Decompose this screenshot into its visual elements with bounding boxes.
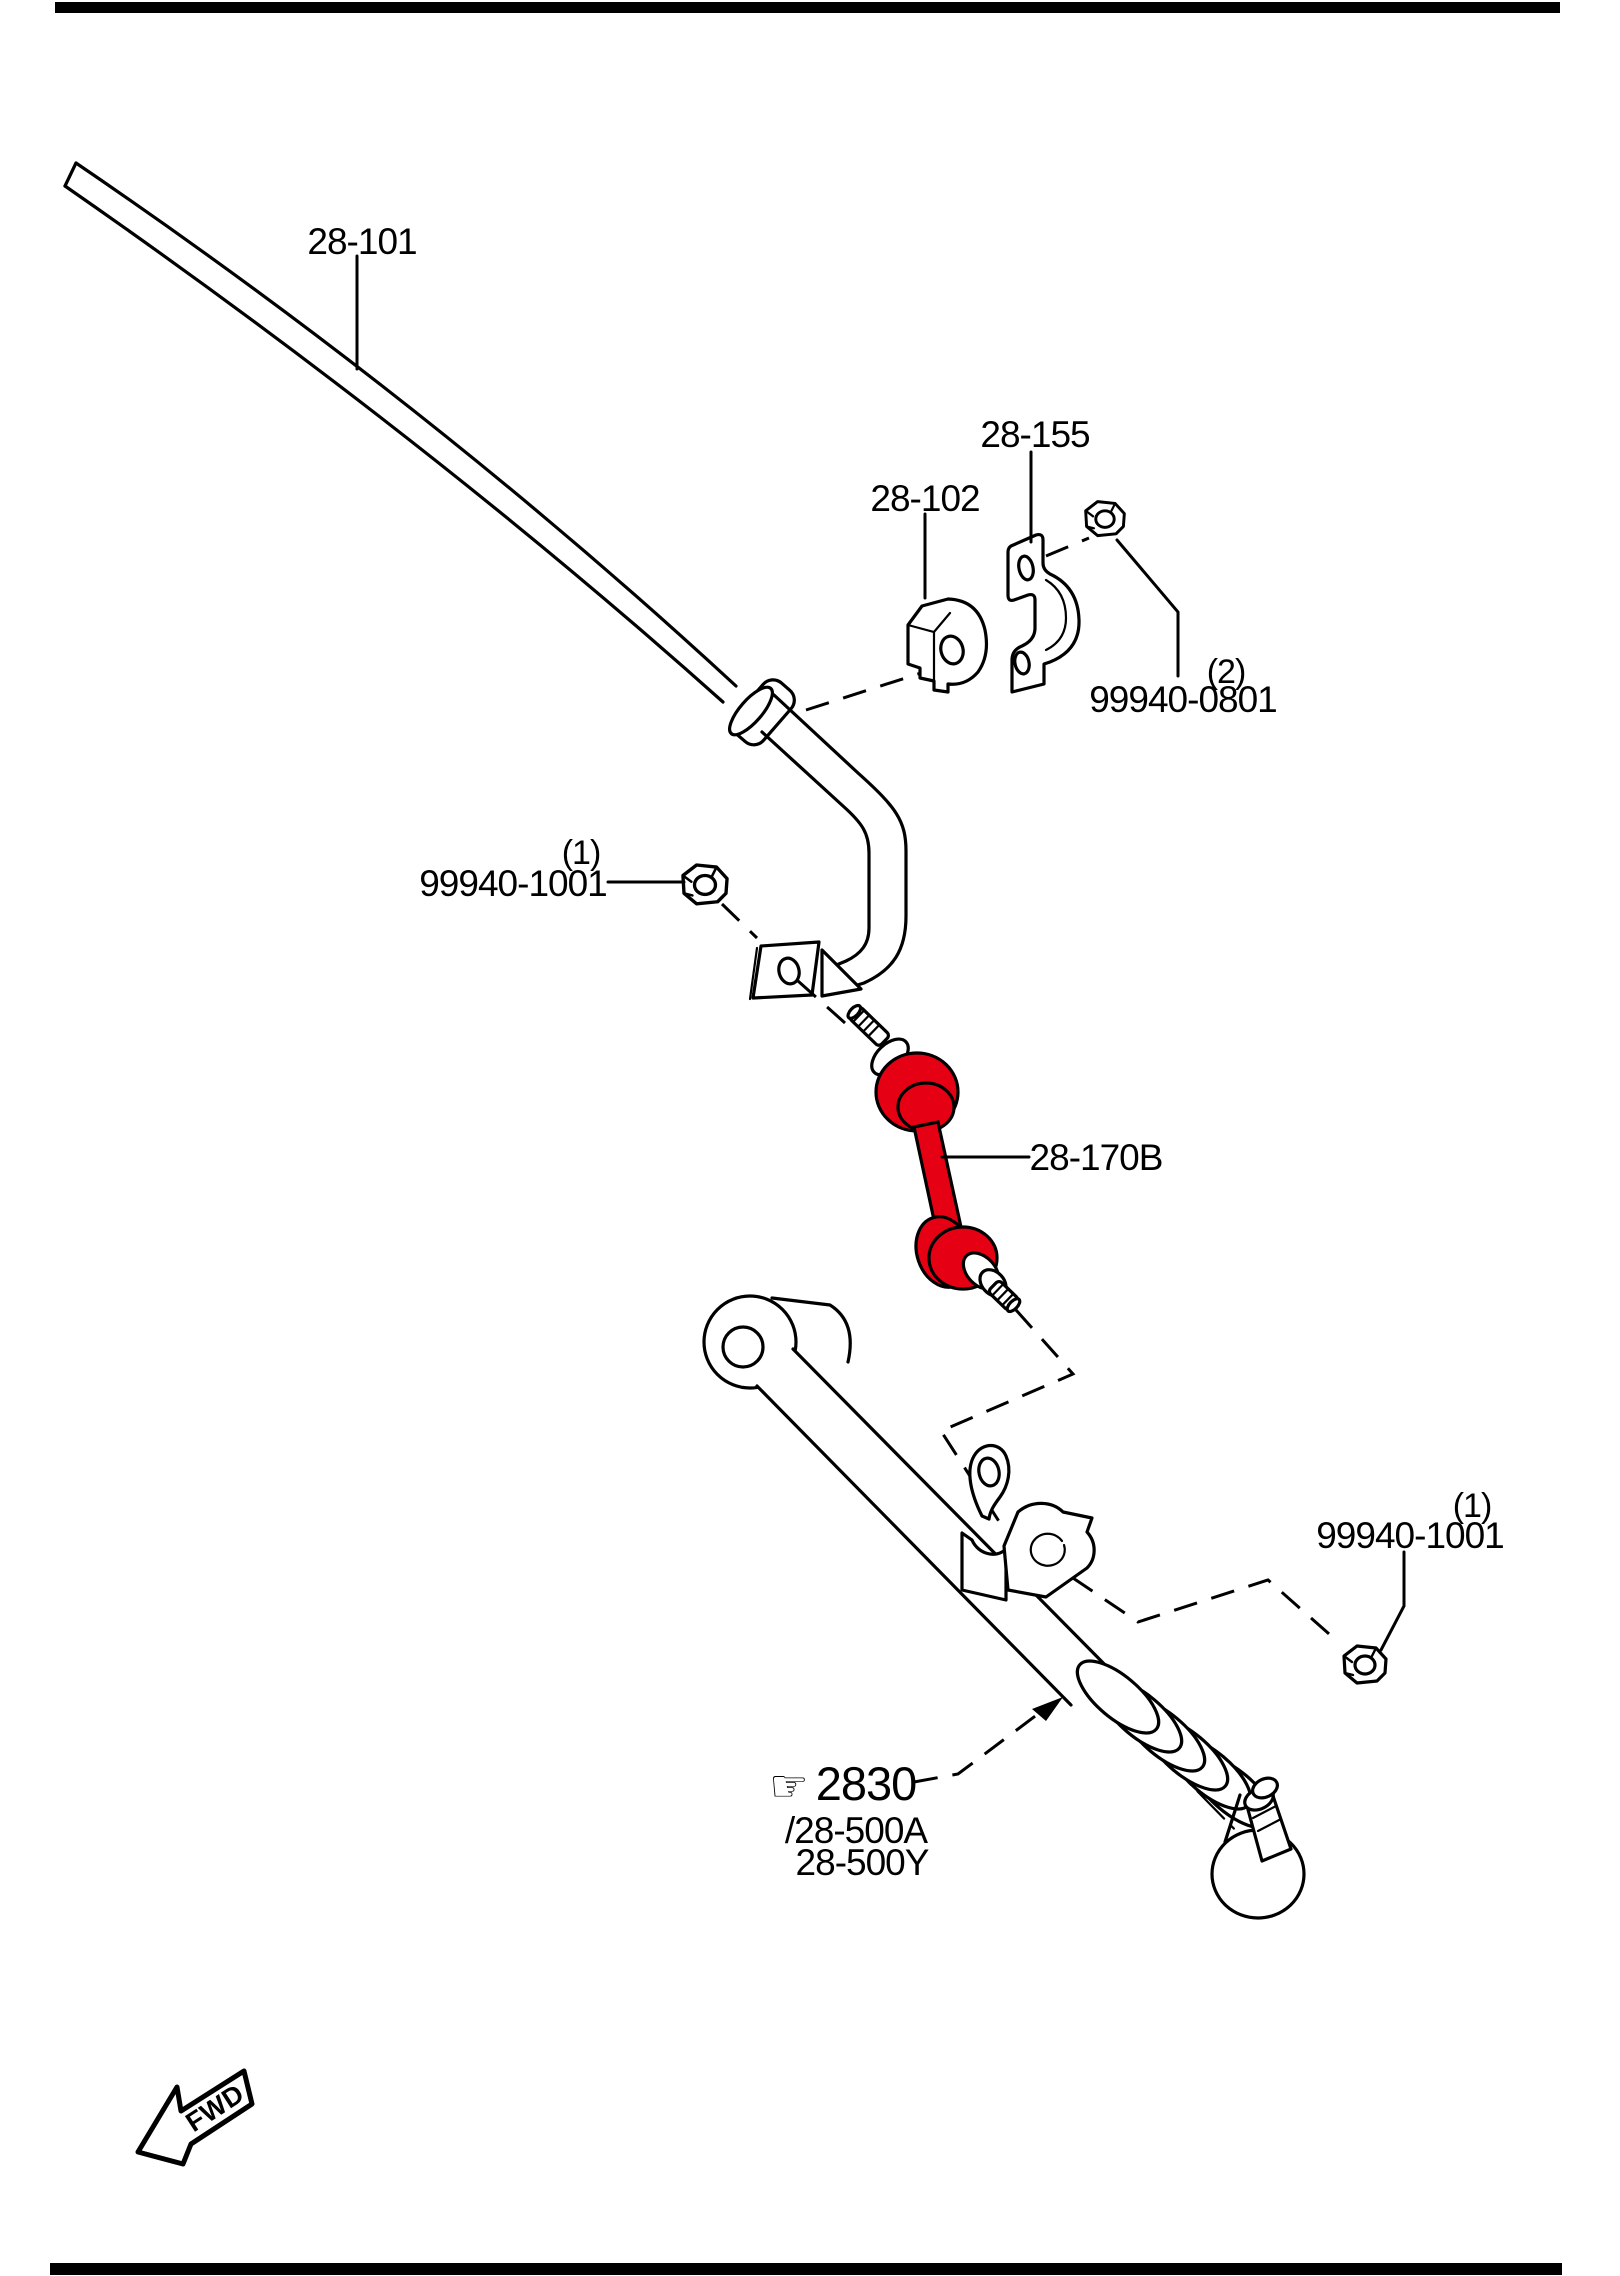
clamp-inner-arc <box>1044 578 1068 652</box>
rod-tube-fill <box>757 1349 1121 1705</box>
bar-bottom-edge <box>63 184 725 704</box>
rod-tube-lower-edge <box>755 1384 1073 1707</box>
bar-end-cap <box>63 161 78 188</box>
label-clamp-nut-qty: (2) <box>1207 653 1246 691</box>
rod-tube-upper-edge <box>791 1347 1123 1683</box>
label-cross-reference-alt-b[interactable]: 28-500Y <box>796 1842 930 1883</box>
bracket-gusset <box>820 948 863 998</box>
nut-99940-1001-lower <box>1342 1644 1388 1685</box>
assembly-line-nut-to-bracket <box>720 902 759 940</box>
lateral-link-rod-drawing <box>702 1294 1306 1920</box>
ball-stud-top <box>1251 1776 1279 1800</box>
bushing-step-lines <box>906 611 952 683</box>
label-bracket-clamp[interactable]: 28-155 <box>980 414 1091 455</box>
link-top-stud <box>846 1003 891 1047</box>
rod-side-bracket <box>1002 1501 1096 1599</box>
leader-99940-0801 <box>1115 538 1180 678</box>
fwd-direction-arrow: FWD <box>135 2068 255 2167</box>
assembly-line-link-to-arm <box>938 1309 1076 1527</box>
fwd-arrow-outline <box>135 2068 255 2167</box>
bracket-edge-thickness <box>748 946 759 1001</box>
label-stabilizer-bar[interactable]: 28-101 <box>307 221 417 262</box>
label-cross-reference-code[interactable]: 2830 <box>816 1757 918 1810</box>
label-clamp-nut[interactable]: 99940-0801 <box>1089 679 1278 720</box>
label-bushing[interactable]: 28-102 <box>870 478 980 519</box>
top-border-bar <box>55 2 1560 13</box>
clamp-28-155-drawing <box>1006 532 1081 694</box>
bar-end-bracket <box>748 940 863 1001</box>
ball-stud-bands <box>1251 1804 1283 1833</box>
bottom-border-bar <box>50 2263 1562 2275</box>
label-stabilizer-link[interactable]: 28-170B <box>1030 1137 1164 1178</box>
rod-side-bracket-hole <box>1029 1532 1066 1567</box>
pointing-hand-icon: ☞ <box>769 1761 808 1812</box>
assembly-line-bracket-to-link <box>797 979 855 1033</box>
label-cross-reference-alt-a[interactable]: /28-500A <box>785 1810 929 1851</box>
assembly-line-clamp-to-nut <box>1045 536 1090 558</box>
link-bottom-stud <box>987 1279 1022 1314</box>
assembly-line-bar-to-bushing <box>805 671 922 712</box>
rod-bushing-hole <box>721 1325 765 1369</box>
bracket-hole <box>777 956 801 986</box>
leader-2830-arrowhead <box>1032 1697 1063 1721</box>
label-link-nut-qty: (1) <box>1453 1487 1492 1525</box>
cross-reference-block[interactable]: ☞ 2830 /28-500A 28-500Y <box>769 1757 930 1883</box>
clamp-bottom-hole <box>1013 650 1031 676</box>
leader-99940-1001-lower <box>1379 1550 1406 1652</box>
label-stay-nut[interactable]: 99940-1001 <box>419 863 608 904</box>
bar-elbow-inner <box>760 730 871 968</box>
link-red-body <box>874 1051 999 1291</box>
bar-collar <box>728 678 796 747</box>
label-link-nut[interactable]: 99940-1001 <box>1316 1515 1505 1556</box>
rod-bushing-rear-rim <box>770 1296 852 1364</box>
bushing-28-102-drawing <box>906 597 989 694</box>
label-stay-nut-qty: (1) <box>562 834 601 872</box>
nut-99940-1001-upper <box>681 863 729 906</box>
bar-elbow-outer <box>772 693 908 993</box>
rod-ear-hole <box>977 1456 1001 1488</box>
nut-99940-0801 <box>1084 500 1126 538</box>
rod-bushing-eye <box>702 1294 852 1390</box>
clamp-top-hole <box>1017 554 1035 582</box>
rod-ball-joint <box>1210 1776 1306 1920</box>
stabilizer-link-28-170B-drawing <box>846 1003 1022 1314</box>
bar-top-edge <box>74 161 738 688</box>
bushing-hole <box>939 634 965 666</box>
leader-2830-dashed <box>913 1706 1047 1784</box>
